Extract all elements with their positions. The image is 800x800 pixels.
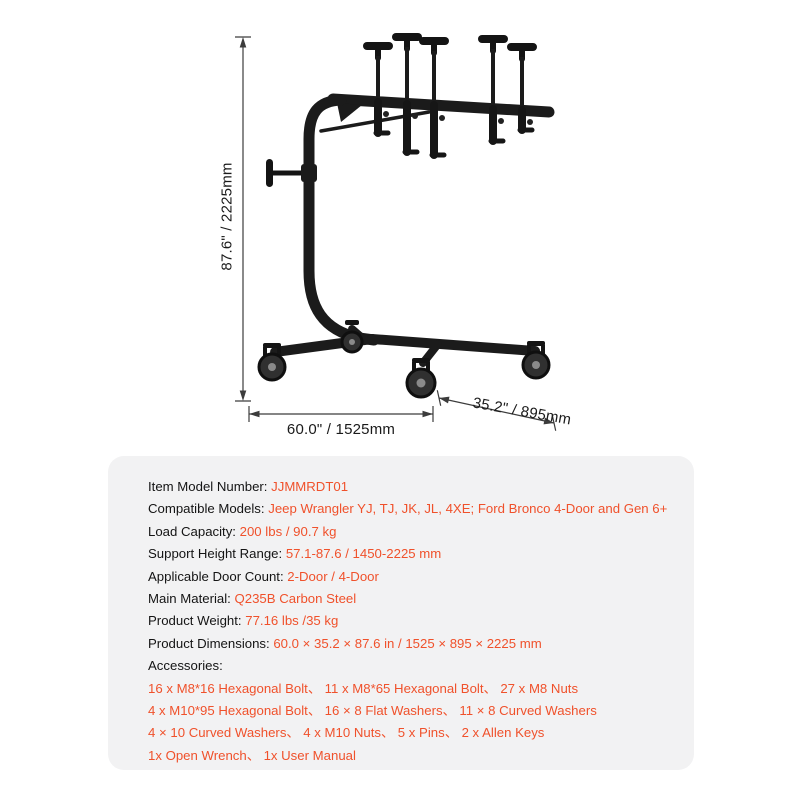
spec-label: Main Material: xyxy=(148,591,235,607)
main-post xyxy=(303,94,380,346)
spec-value: 60.0 × 35.2 × 87.6 in / 1525 × 895 × 222… xyxy=(273,635,542,651)
beam-gusset xyxy=(337,103,362,122)
spec-label: Load Capacity: xyxy=(148,523,240,539)
spec-row-door-count: Applicable Door Count: 2-Door / 4-Door xyxy=(148,566,674,588)
spec-row-support-height: Support Height Range: 57.1-87.6 / 1450-2… xyxy=(148,543,674,565)
spec-card: Item Model Number: JJMMRDT01 Compatible … xyxy=(108,456,694,770)
caster-wheel-rear xyxy=(340,320,364,354)
spec-label: Accessories: xyxy=(148,658,223,674)
dimension-height-label: 87.6" / 2225mm xyxy=(218,162,236,271)
base-legs xyxy=(270,325,540,367)
spec-label: Product Weight: xyxy=(148,613,246,629)
spec-value: 77.16 lbs /35 kg xyxy=(245,613,339,629)
spec-value: 57.1-87.6 / 1450-2225 mm xyxy=(285,546,442,562)
accessories-line: 4 × 10 Curved Washers、 4 x M10 Nuts、 5 x… xyxy=(148,725,545,741)
spec-row-compatible-models: Compatible Models: Jeep Wrangler YJ, TJ,… xyxy=(148,498,674,520)
caster-wheel-left xyxy=(257,343,287,382)
spec-value: 200 lbs / 90.7 kg xyxy=(239,523,337,539)
hanger-rod xyxy=(419,37,449,159)
hanger-rod xyxy=(363,42,393,137)
spec-value: 2-Door / 4-Door xyxy=(287,568,379,584)
top-beam xyxy=(327,93,555,118)
spec-value: JJMMRDT01 xyxy=(271,479,349,494)
crank-handle xyxy=(266,159,317,187)
spec-label: Product Dimensions: xyxy=(148,635,274,651)
dimension-lines xyxy=(235,36,557,431)
hanger-rod xyxy=(392,33,422,156)
spec-row-accessories-heading: Accessories: xyxy=(148,655,674,677)
spec-label: Item Model Number: xyxy=(148,479,272,494)
door-hanger-stand-illustration xyxy=(235,33,557,431)
hanger-rod xyxy=(507,43,537,134)
spec-row-dimensions: Product Dimensions: 60.0 × 35.2 × 87.6 i… xyxy=(148,633,674,655)
spec-label: Support Height Range: xyxy=(148,546,286,562)
accessories-line: 1x Open Wrench、 1x User Manual xyxy=(148,747,356,763)
caster-wheels xyxy=(257,320,551,399)
spec-label: Compatible Models: xyxy=(148,501,269,517)
hanger-rod xyxy=(478,35,508,145)
product-diagram: 87.6" / 2225mm 60.0" / 1525mm 35.2" / 89… xyxy=(218,33,573,438)
spec-row-load-capacity: Load Capacity: 200 lbs / 90.7 kg xyxy=(148,521,674,543)
dimension-width-label: 60.0" / 1525mm xyxy=(286,421,396,438)
accessories-line: 16 x M8*16 Hexagonal Bolt、 11 x M8*65 He… xyxy=(148,680,579,696)
spec-label: Applicable Door Count: xyxy=(148,568,288,584)
spec-value: Jeep Wrangler YJ, TJ, JK, JL, 4XE; Ford … xyxy=(268,501,668,517)
caster-wheel-right xyxy=(521,341,551,380)
caster-wheel-front xyxy=(405,358,437,399)
spec-row-material: Main Material: Q235B Carbon Steel xyxy=(148,588,674,610)
spec-row-model: Item Model Number: JJMMRDT01 xyxy=(148,476,674,498)
spec-value: Q235B Carbon Steel xyxy=(234,591,357,607)
accessories-line: 4 x M10*95 Hexagonal Bolt、 16 × 8 Flat W… xyxy=(148,703,597,719)
spec-row-weight: Product Weight: 77.16 lbs /35 kg xyxy=(148,610,674,632)
hanger-rods xyxy=(363,33,537,159)
